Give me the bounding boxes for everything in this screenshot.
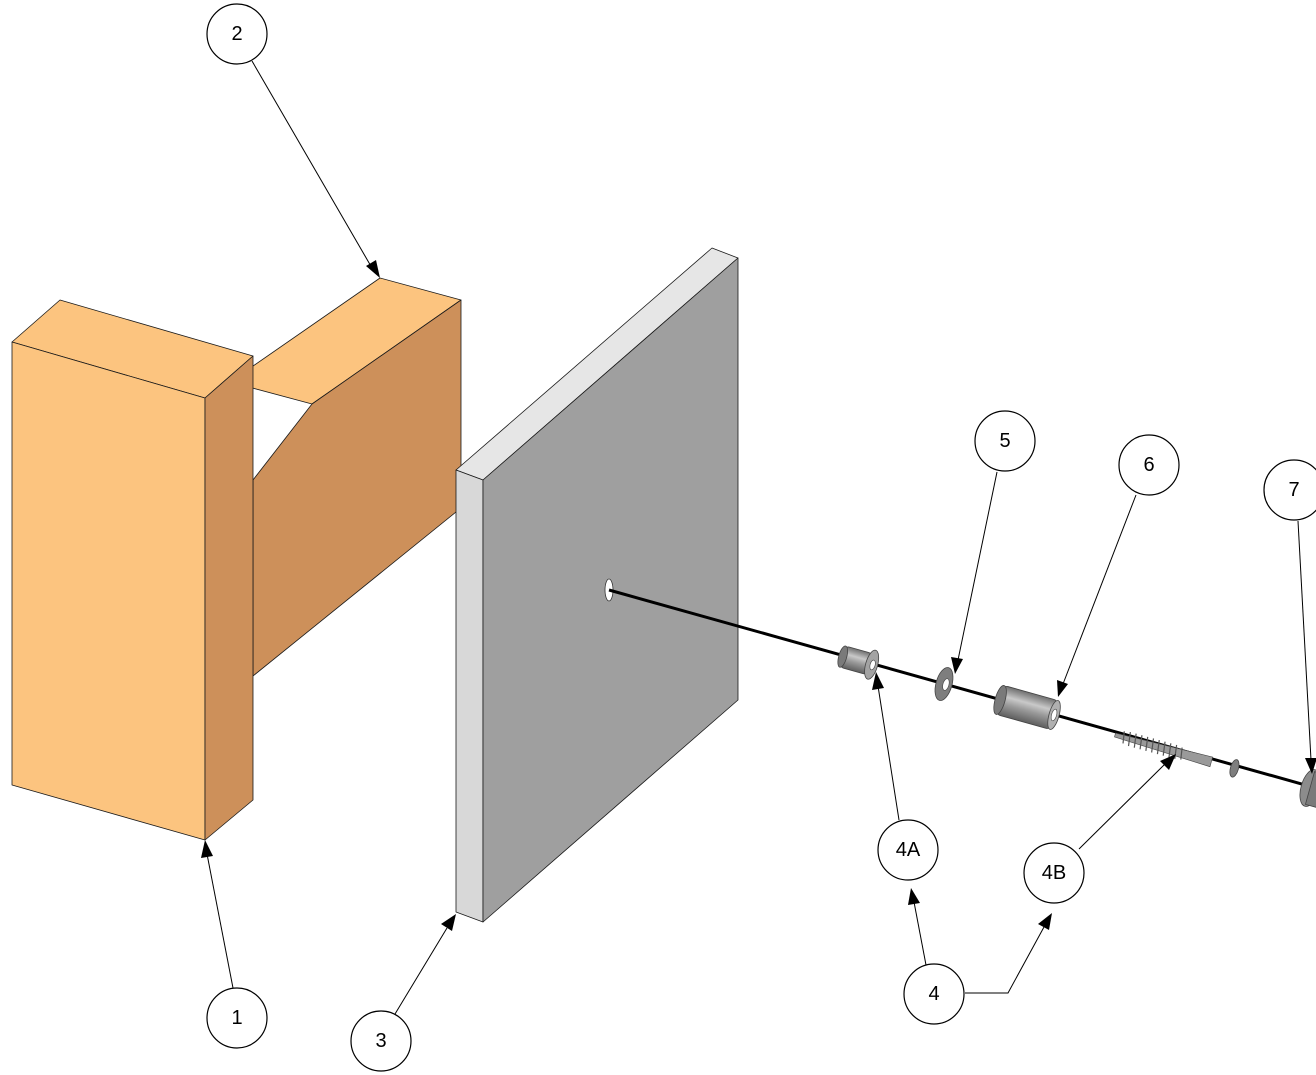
balloon-7-label: 7 [1288,479,1299,501]
balloon-4a: 4A [877,819,939,881]
leader-lines [201,60,1316,1015]
balloon-4-label: 4 [928,983,939,1005]
balloon-6-label: 6 [1143,454,1154,476]
spacer-sleeve-6 [993,685,1061,730]
cap-7 [1299,769,1316,809]
balloon-3: 3 [350,1010,412,1072]
balloon-6: 6 [1118,434,1180,496]
balloon-4a-label: 4A [896,839,921,861]
screw-4b [1114,731,1240,778]
cladding-panel [455,247,739,923]
washer-5 [934,667,954,701]
balloon-2-label: 2 [231,23,242,45]
balloon-4b: 4B [1023,842,1085,904]
wood-beam [229,277,462,677]
balloon-2: 2 [206,3,268,65]
balloon-1-label: 1 [231,1007,242,1029]
balloon-4: 4 [903,963,965,1025]
wood-post [11,299,254,841]
balloon-4b-label: 4B [1042,862,1066,884]
balloon-5-label: 5 [999,430,1010,452]
balloon-1: 1 [206,987,268,1049]
bushing-4a [837,645,880,680]
balloon-5: 5 [974,410,1036,472]
balloon-7: 7 [1263,459,1316,521]
balloon-3-label: 3 [375,1030,386,1052]
